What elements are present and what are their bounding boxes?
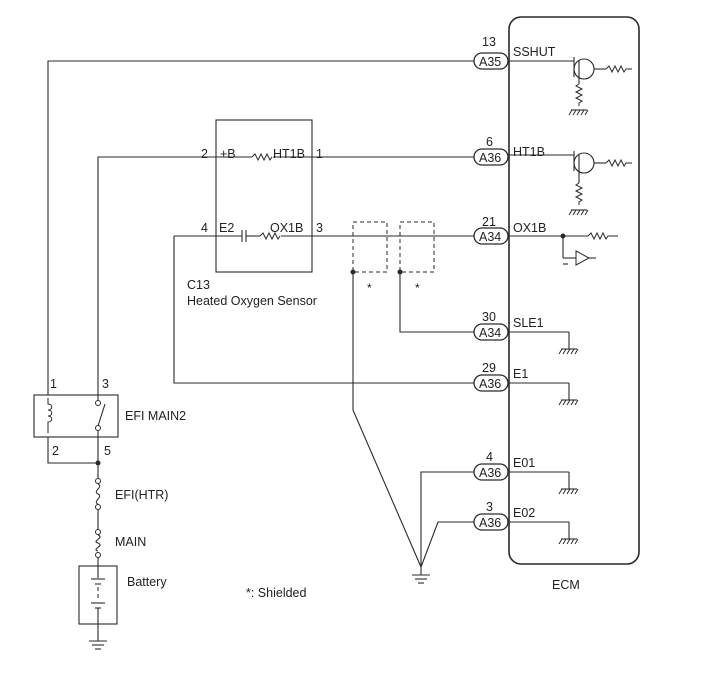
relay-switch	[97, 403, 106, 427]
relay-label: EFI MAIN2	[125, 409, 186, 423]
sensor-pin-no-2: 2	[201, 147, 208, 161]
wire-e1	[173, 236, 474, 384]
wire-e01	[420, 471, 474, 567]
shield-box-1	[352, 221, 388, 273]
wire-e02	[420, 521, 474, 568]
relay-pin-1: 1	[50, 377, 57, 391]
ecm-transistor-ht1b	[509, 151, 632, 216]
shield-box-2	[399, 221, 435, 273]
fuse-efi-htr	[95, 483, 101, 505]
ecm-signal-e1: E1	[513, 367, 528, 381]
fuse-efi-htr-label: EFI(HTR)	[115, 488, 168, 502]
ecm-signal-ht1b: HT1B	[513, 145, 545, 159]
relay-coil	[47, 398, 53, 433]
svg-text:A35: A35	[479, 55, 501, 69]
sensor-code: C13	[187, 278, 210, 292]
svg-text:A36: A36	[479, 516, 501, 530]
ecm-transistor-sshut	[509, 57, 632, 116]
ecm-connector-a34-30: A34	[473, 323, 509, 341]
battery-label: Battery	[127, 575, 167, 589]
svg-text:A36: A36	[479, 377, 501, 391]
sensor-pin-no-3: 3	[316, 221, 323, 235]
ecm-ground-sle1	[509, 331, 579, 355]
ecm-box	[508, 16, 640, 565]
svg-text:A36: A36	[479, 151, 501, 165]
ecm-pin-no-30: 30	[482, 310, 496, 324]
sensor-pin-label-e2: E2	[219, 221, 234, 235]
ecm-pin-no-13: 13	[482, 35, 496, 49]
ecm-ground-e1	[509, 382, 579, 406]
sensor-pin-label-plus-b: +B	[220, 147, 236, 161]
ecm-pin-no-4: 4	[486, 450, 493, 464]
svg-text:A36: A36	[479, 466, 501, 480]
relay-box	[33, 394, 119, 438]
ecm-signal-ox1b: OX1B	[513, 221, 546, 235]
ecm-signal-e01: E01	[513, 456, 535, 470]
ecm-pin-no-29: 29	[482, 361, 496, 375]
sensor-heater-resistor	[251, 152, 273, 162]
sensor-box	[215, 119, 313, 273]
ecm-label: ECM	[552, 578, 580, 592]
sensor-pin-label-ht1b: HT1B	[273, 147, 305, 161]
sensor-pin-no-4: 4	[201, 221, 208, 235]
ecm-connector-a36-3: A36	[473, 513, 509, 531]
ecm-connector-a36-29: A36	[473, 374, 509, 392]
relay-pin-2: 2	[52, 444, 59, 458]
wire-shield-drain	[352, 272, 422, 568]
ecm-pin-no-6: 6	[486, 135, 493, 149]
shield-marker-1: *	[367, 281, 372, 295]
relay-pin-5: 5	[104, 444, 111, 458]
ecm-ground-e02	[509, 521, 579, 545]
ecm-signal-sshut: SSHUT	[513, 45, 556, 59]
svg-text:A34: A34	[479, 230, 501, 244]
wire-plus-b	[97, 156, 216, 395]
sensor-pin-no-1: 1	[316, 147, 323, 161]
ecm-ground-e01	[509, 471, 579, 495]
ecm-signal-sle1: SLE1	[513, 316, 544, 330]
svg-text:A34: A34	[479, 326, 501, 340]
relay-pin-3: 3	[102, 377, 109, 391]
wire-sshut	[47, 60, 474, 395]
sensor-pin-label-ox1b: OX1B	[270, 221, 303, 235]
shield-marker-2: *	[415, 281, 420, 295]
fusible-link-main	[95, 534, 101, 552]
ecm-ox1b-input	[509, 231, 618, 266]
sensor-name: Heated Oxygen Sensor	[187, 294, 317, 308]
ecm-connector-a36-4: A36	[473, 463, 509, 481]
ecm-connector-a36-6: A36	[473, 148, 509, 166]
ecm-pin-no-21: 21	[482, 215, 496, 229]
ecm-signal-e02: E02	[513, 506, 535, 520]
fuse-main-label: MAIN	[115, 535, 146, 549]
wire-sle1	[399, 272, 474, 333]
ecm-connector-a35-13: A35	[473, 52, 509, 70]
ecm-connector-a34-21: A34	[473, 227, 509, 245]
sensor-ox-resistor	[259, 231, 281, 241]
ecm-pin-no-3: 3	[486, 500, 493, 514]
shield-note: *: Shielded	[246, 586, 307, 600]
